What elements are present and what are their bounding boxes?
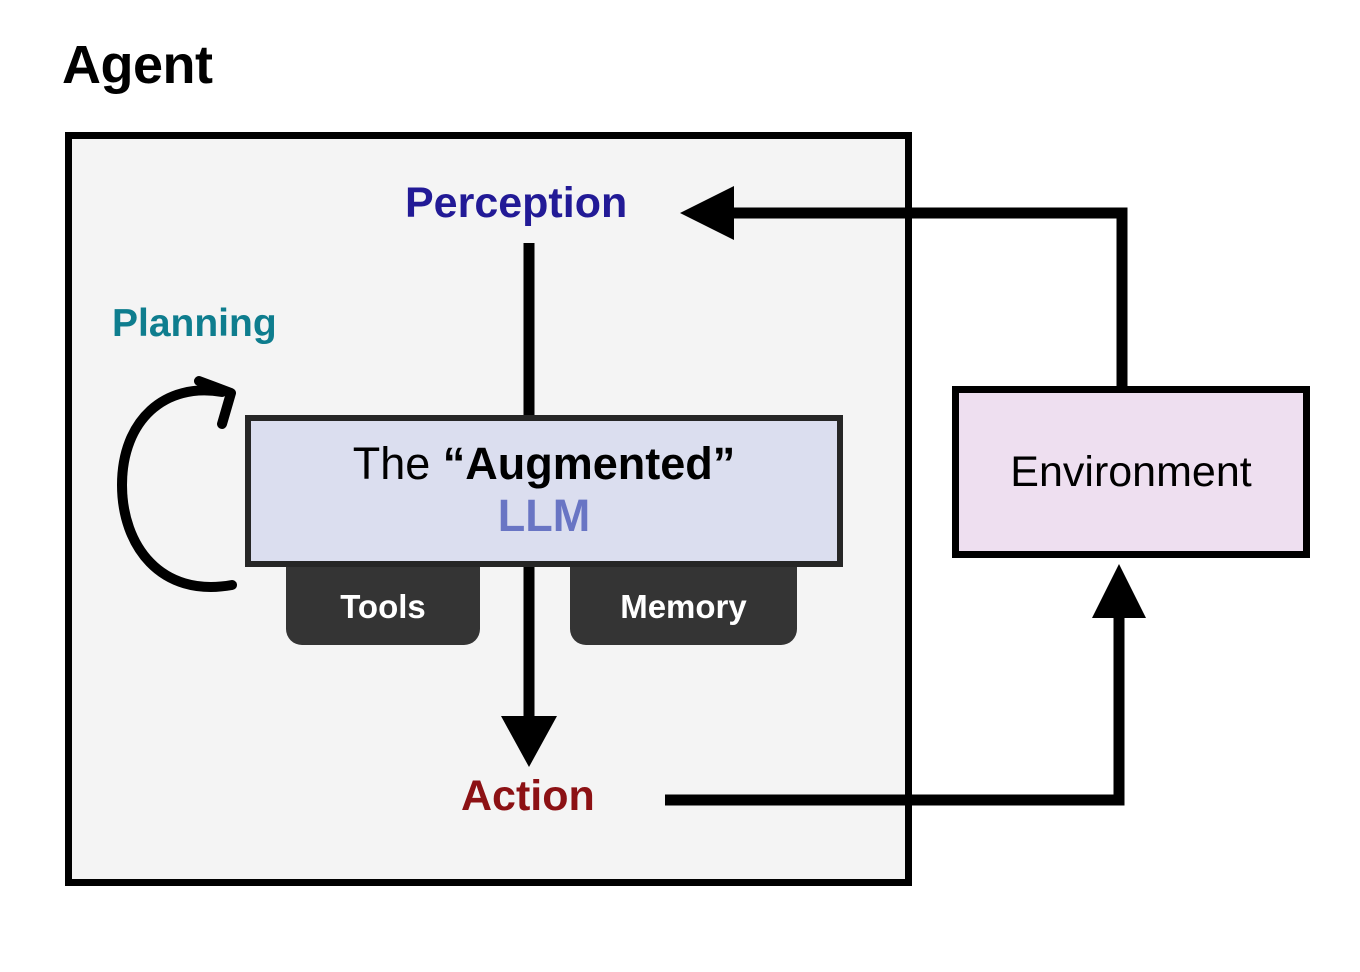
tools-tab-label: Tools xyxy=(340,587,426,625)
agent-title: Agent xyxy=(62,35,213,95)
memory-tab-label: Memory xyxy=(620,587,747,625)
planning-label: Planning xyxy=(112,302,277,345)
environment-box[interactable]: Environment xyxy=(952,386,1310,558)
augmented-llm-title-plain: The xyxy=(352,437,443,489)
augmented-llm-title-strong: “Augmented” xyxy=(442,437,736,489)
perception-label: Perception xyxy=(405,179,628,227)
augmented-llm-subtitle: LLM xyxy=(497,490,591,542)
tools-tab[interactable]: Tools xyxy=(286,562,480,645)
action-label: Action xyxy=(461,772,595,820)
augmented-llm-box[interactable]: The “Augmented” LLM xyxy=(245,415,843,567)
memory-tab[interactable]: Memory xyxy=(570,562,797,645)
environment-label: Environment xyxy=(1010,447,1252,496)
augmented-llm-title: The “Augmented” xyxy=(352,437,736,489)
